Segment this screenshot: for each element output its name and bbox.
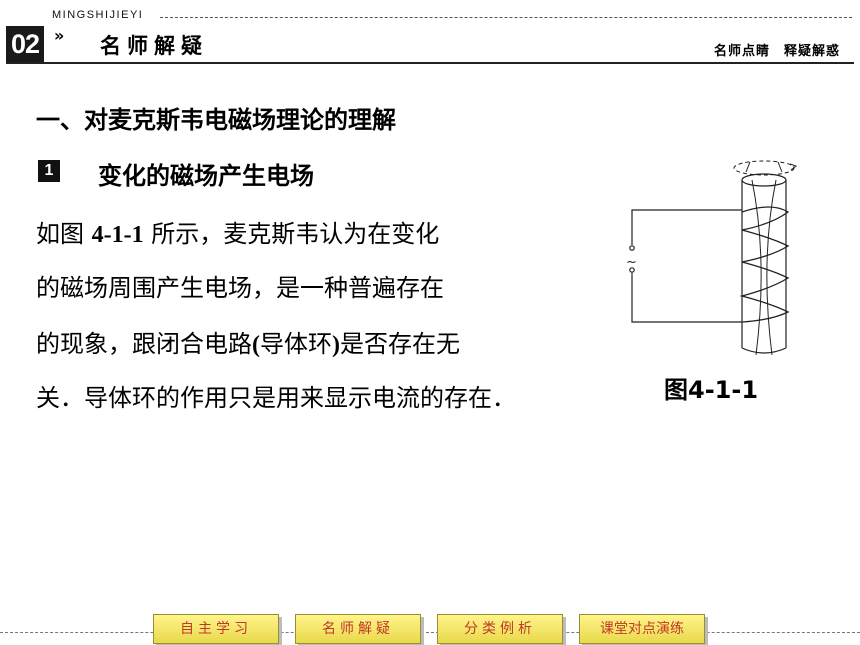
header-right-label: 名师点睛 释疑解惑 bbox=[713, 44, 840, 59]
nav-button-teacher-explain[interactable]: 名师解疑 bbox=[295, 614, 421, 644]
header-rule bbox=[6, 62, 854, 64]
nav-button-class-practice[interactable]: 课堂对点演练 bbox=[579, 614, 705, 644]
solenoid-figure: ~ bbox=[626, 160, 798, 356]
nav-button-example-analysis[interactable]: 分类例析 bbox=[437, 614, 563, 644]
paragraph-line-1: 如图 4-1-1 所示，麦克斯韦认为在变化 bbox=[36, 220, 440, 248]
coil-winding bbox=[739, 206, 790, 323]
pinyin-title: MINGSHIJIEYI bbox=[52, 9, 144, 21]
main-heading: 一、对麦克斯韦电磁场理论的理解 bbox=[36, 106, 396, 134]
sub-heading: 变化的磁场产生电场 bbox=[98, 162, 314, 190]
paragraph-line-3: 的现象，跟闭合电路(导体环)是否存在无 bbox=[36, 330, 460, 358]
cylinder-top bbox=[741, 173, 787, 187]
header-dashed-line bbox=[160, 17, 852, 18]
circuit-wire-bottom bbox=[631, 273, 742, 323]
point-number-badge: 1 bbox=[38, 160, 60, 182]
nav-button-self-study[interactable]: 自主学习 bbox=[153, 614, 279, 644]
nav-dashed-line bbox=[0, 632, 860, 633]
paragraph-line-2: 的磁场周围产生电场，是一种普遍存在 bbox=[36, 274, 444, 302]
section-title: 名师解疑 bbox=[100, 34, 208, 58]
chevron-right-icon: » bbox=[54, 26, 65, 45]
circuit-wire-top bbox=[631, 209, 742, 245]
figure-caption: 图4-1-1 bbox=[664, 376, 759, 404]
ac-source-symbol: ~ bbox=[626, 255, 637, 270]
paragraph-line-4: 关．导体环的作用只是用来显示电流的存在． bbox=[36, 384, 516, 412]
chapter-number: 02 bbox=[6, 26, 44, 62]
